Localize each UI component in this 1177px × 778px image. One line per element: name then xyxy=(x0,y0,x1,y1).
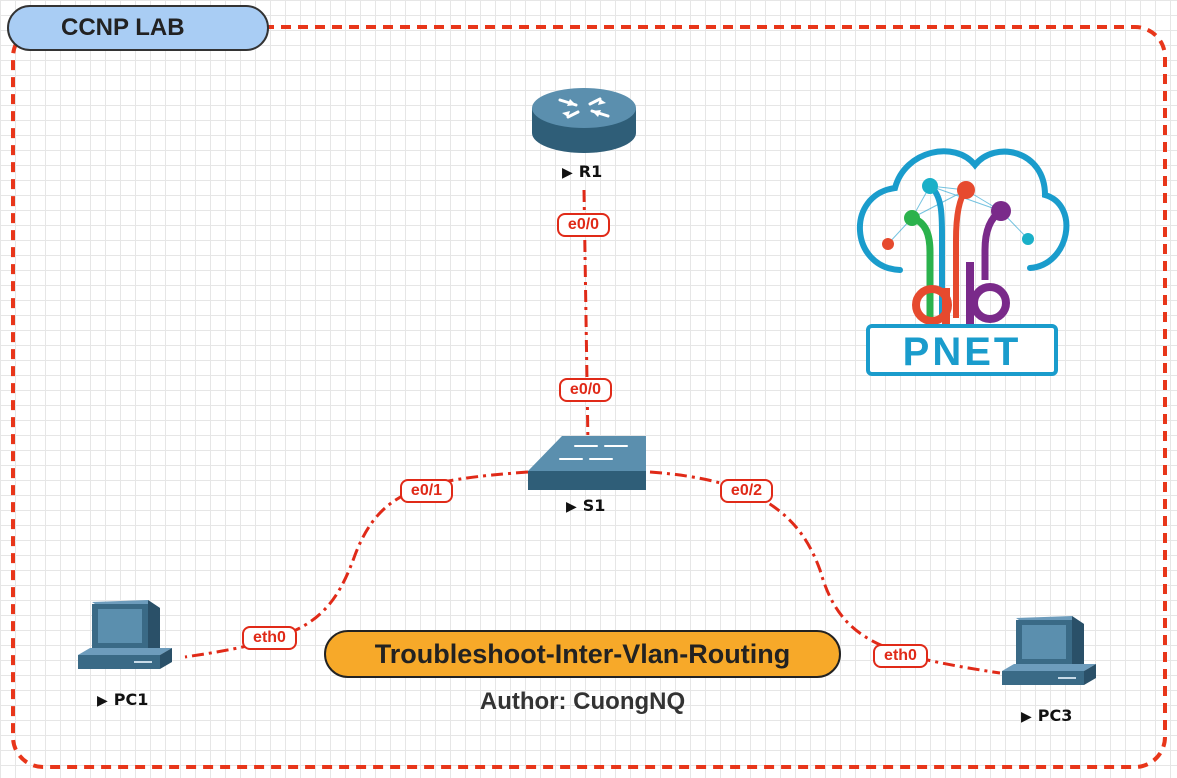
node-label-pc1-text: PC1 xyxy=(113,690,149,709)
node-label-s1[interactable]: ▶ S1 xyxy=(566,496,605,515)
port-s1-e0-2: e0/2 xyxy=(720,479,773,503)
play-icon: ▶ xyxy=(97,693,108,709)
lab-title: Troubleshoot-Inter-Vlan-Routing xyxy=(324,630,841,678)
node-label-s1-text: S1 xyxy=(582,496,606,515)
play-icon: ▶ xyxy=(566,499,577,515)
lab-boundary xyxy=(11,25,1167,769)
pc3-icon[interactable] xyxy=(1002,616,1096,685)
lab-tag: CCNP LAB xyxy=(7,5,269,51)
pnet-brand-box xyxy=(866,324,1058,376)
port-r1-e0-0: e0/0 xyxy=(557,213,610,237)
port-pc3-eth0: eth0 xyxy=(873,644,928,668)
author-text: Author: CuongNQ xyxy=(479,688,686,715)
port-s1-e0-2-label: e0/2 xyxy=(730,482,763,499)
node-label-r1[interactable]: ▶ R1 xyxy=(562,162,602,181)
node-label-pc3[interactable]: ▶ PC3 xyxy=(1021,706,1072,725)
router-r1-icon[interactable] xyxy=(532,88,636,153)
port-s1-e0-1-label: e0/1 xyxy=(410,482,443,499)
port-pc3-eth0-label: eth0 xyxy=(884,647,917,664)
pnet-brand-text: PNET xyxy=(903,330,1022,374)
node-label-pc1[interactable]: ▶ PC1 xyxy=(97,690,148,709)
port-pc1-eth0-label: eth0 xyxy=(253,629,286,646)
node-label-pc3-text: PC3 xyxy=(1037,706,1073,725)
pnet-logo: PNET xyxy=(857,148,1070,376)
node-label-r1-text: R1 xyxy=(578,162,603,181)
play-icon: ▶ xyxy=(562,165,573,181)
lab-tag-label: CCNP LAB xyxy=(61,14,185,41)
pc1-icon[interactable] xyxy=(78,600,172,669)
port-s1-e0-0-label: e0/0 xyxy=(569,381,602,398)
play-icon: ▶ xyxy=(1021,709,1032,725)
switch-s1-icon[interactable] xyxy=(528,436,646,490)
port-r1-e0-0-label: e0/0 xyxy=(567,216,600,233)
lab-title-text: Troubleshoot-Inter-Vlan-Routing xyxy=(374,638,791,669)
port-pc1-eth0: eth0 xyxy=(242,626,297,650)
port-s1-e0-1: e0/1 xyxy=(400,479,453,503)
port-s1-e0-0: e0/0 xyxy=(559,378,612,402)
